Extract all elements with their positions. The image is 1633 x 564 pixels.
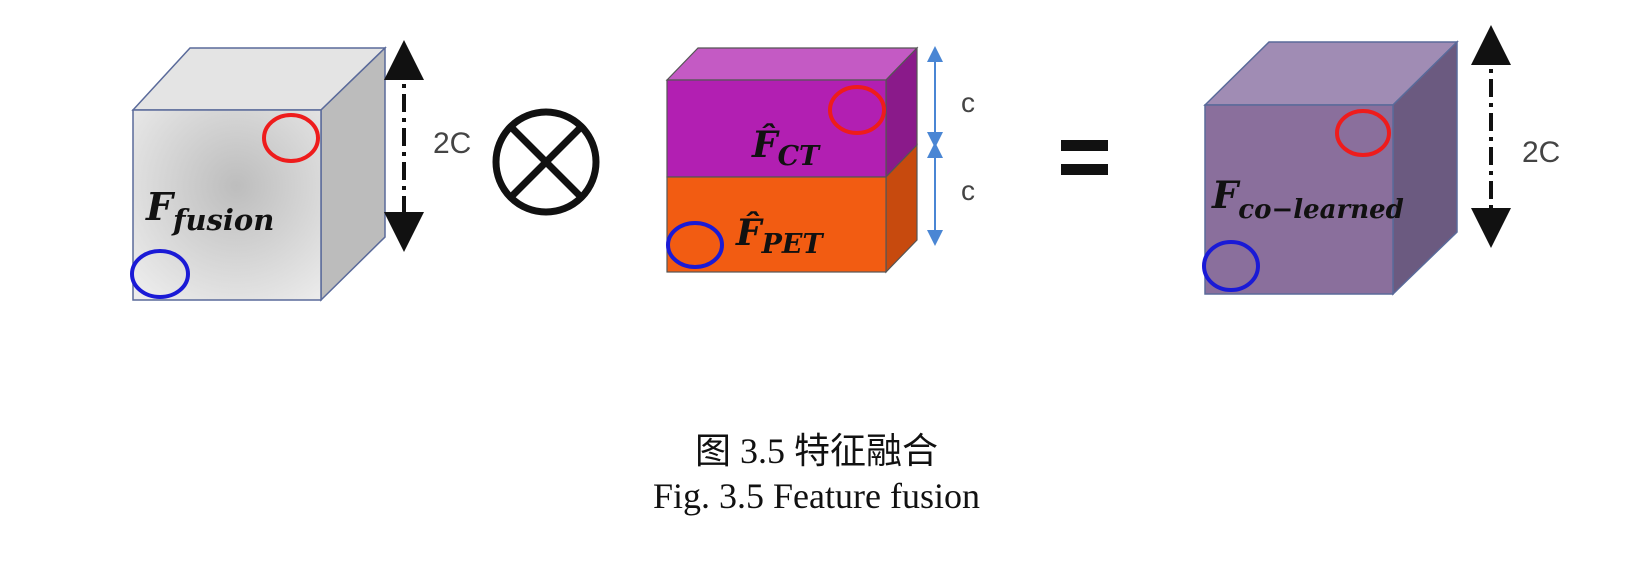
colearned-cube-label: Fco−learned bbox=[1211, 173, 1404, 225]
colearned-cube: Fco−learned bbox=[1202, 40, 1459, 296]
colearned-subscript: co−learned bbox=[1238, 195, 1404, 225]
stacked-feature-block: F̂CT F̂PET bbox=[665, 46, 919, 274]
figure-caption-english: Fig. 3.5 Feature fusion bbox=[653, 476, 980, 516]
dimension-label: 2C bbox=[1522, 136, 1560, 169]
fusion-dimension-indicator: 2C bbox=[384, 39, 471, 252]
pet-subscript: PET bbox=[761, 229, 825, 260]
fusion-subscript: fusion bbox=[171, 203, 274, 237]
dimension-label: 2C bbox=[433, 127, 471, 160]
red-marker-circle bbox=[828, 85, 886, 135]
ct-dimension-label: c bbox=[961, 87, 975, 118]
fusion-symbol: F bbox=[145, 184, 176, 229]
feature-fusion-diagram: Ffusion 2C F̂CT F̂PET c c bbox=[130, 24, 1560, 302]
fusion-cube-label: Ffusion bbox=[145, 184, 274, 237]
multiply-operator-icon bbox=[492, 108, 600, 216]
colearned-symbol: F bbox=[1211, 173, 1241, 217]
ct-layer-front-face bbox=[666, 79, 887, 178]
equals-operator-icon bbox=[1061, 140, 1108, 175]
colearned-cube-front-face bbox=[1204, 104, 1394, 295]
ct-label: F̂CT bbox=[751, 123, 821, 172]
pet-dimension-label: c bbox=[961, 175, 975, 206]
red-marker-circle bbox=[1335, 109, 1391, 157]
pet-label: F̂PET bbox=[735, 211, 824, 260]
colearned-dimension-indicator: 2C bbox=[1471, 24, 1560, 248]
ct-subscript: CT bbox=[778, 141, 821, 172]
ct-symbol: F̂ bbox=[751, 123, 780, 166]
blue-marker-circle bbox=[1202, 240, 1260, 292]
figure-caption-chinese: 图 3.5 特征融合 bbox=[694, 431, 938, 471]
blue-marker-circle bbox=[666, 221, 724, 269]
fusion-cube: Ffusion bbox=[130, 46, 387, 302]
blue-marker-circle bbox=[130, 249, 190, 299]
layer-dimension-indicators: c c bbox=[927, 46, 975, 246]
ct-layer-top-face bbox=[665, 47, 919, 81]
red-marker-circle bbox=[262, 113, 320, 163]
fusion-cube-front-face bbox=[132, 109, 322, 301]
pet-symbol: F̂ bbox=[735, 211, 764, 254]
